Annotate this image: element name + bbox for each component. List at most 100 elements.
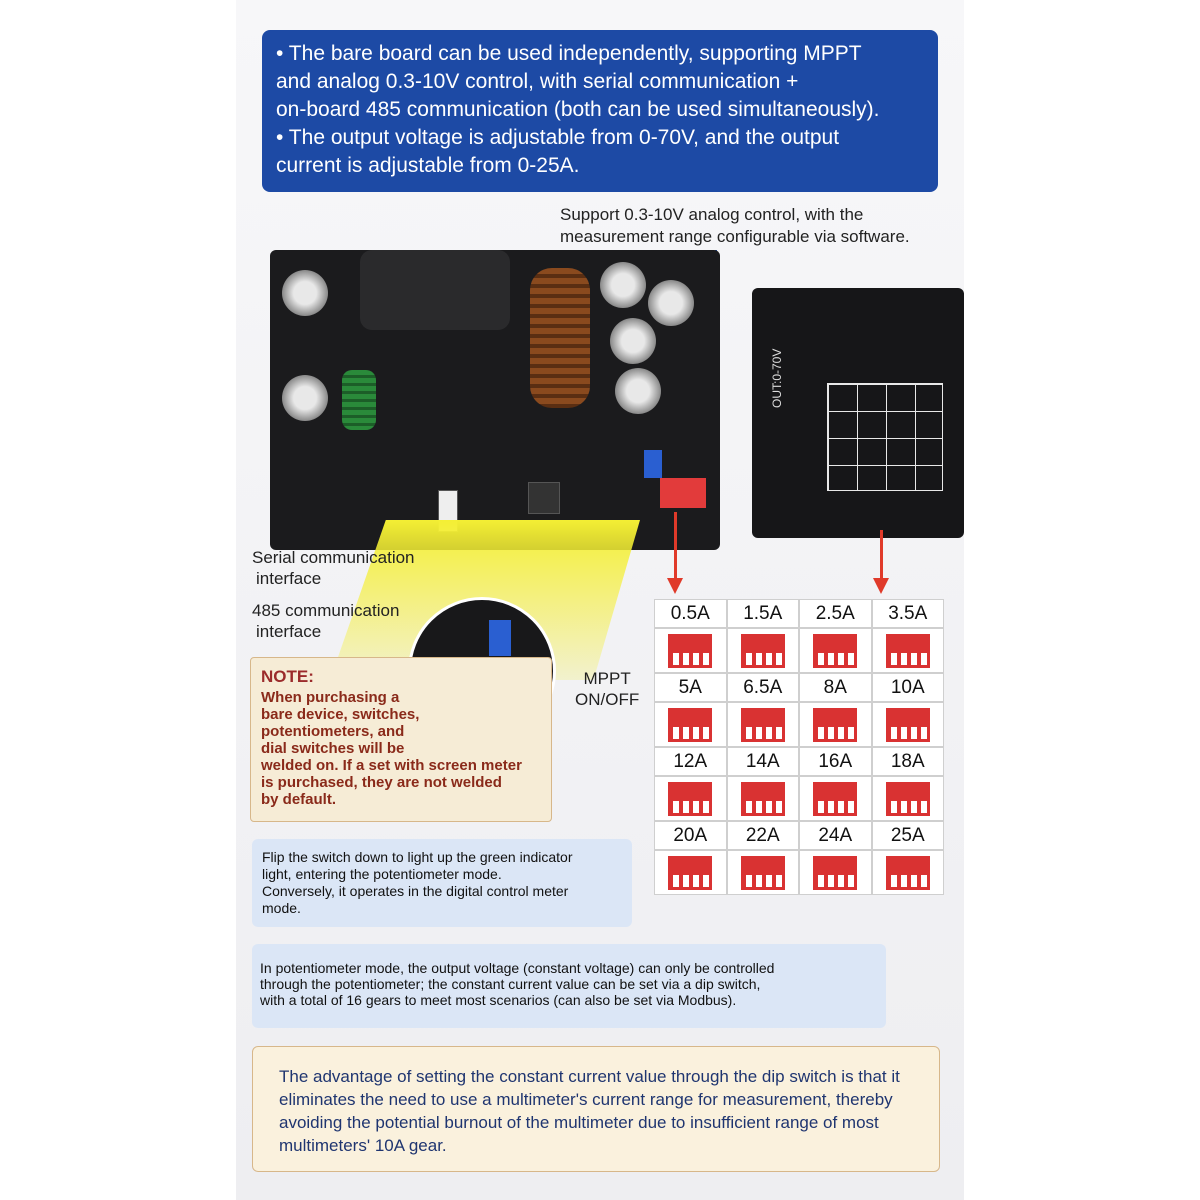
dip-pattern-row xyxy=(654,850,944,895)
dip-switch-pattern xyxy=(871,850,944,895)
label-line: Serial communication xyxy=(252,548,415,567)
dip-lever xyxy=(693,726,700,739)
dip-lever xyxy=(703,874,710,887)
dip-lever xyxy=(920,652,927,665)
dip-switch-icon xyxy=(740,707,785,742)
red-arrow-line xyxy=(880,530,883,582)
label-line: ON/OFF xyxy=(575,690,640,709)
current-value: 1.5A xyxy=(726,599,799,628)
dip-lever xyxy=(683,800,690,813)
dip-lever xyxy=(673,800,680,813)
dip-switch-pattern xyxy=(871,702,944,747)
current-value: 5A xyxy=(654,673,727,702)
dip-advantage-info: The advantage of setting the constant cu… xyxy=(252,1046,940,1172)
dip-switch-pattern xyxy=(799,776,872,821)
mppt-label: MPPT ON/OFF xyxy=(575,668,639,710)
dip-switch-icon xyxy=(813,707,858,742)
dip-lever xyxy=(745,652,752,665)
board-front-photo xyxy=(270,250,720,550)
dip-lever xyxy=(818,874,825,887)
dip-lever xyxy=(848,800,855,813)
current-value: 8A xyxy=(799,673,872,702)
dip-lever xyxy=(755,874,762,887)
current-value: 25A xyxy=(871,821,944,850)
board-back-photo: OUT:0-70V xyxy=(752,288,964,538)
dip-lever xyxy=(890,652,897,665)
dip-switch-pattern xyxy=(726,776,799,821)
analog-control-callout: Support 0.3-10V analog control, with the… xyxy=(560,204,960,248)
dip-switch-icon xyxy=(885,707,930,742)
current-value: 14A xyxy=(726,747,799,776)
dip-lever xyxy=(848,726,855,739)
current-value: 3.5A xyxy=(871,599,944,628)
red-arrow-head xyxy=(873,578,889,594)
info-line: mode. xyxy=(262,900,301,916)
dip-lever xyxy=(838,874,845,887)
capacitor xyxy=(282,270,328,316)
info-line: avoiding the potential burnout of the mu… xyxy=(279,1113,879,1132)
note-line: welded on. If a set with screen meter xyxy=(261,757,522,774)
dip-lever xyxy=(765,800,772,813)
dip-switch-pattern xyxy=(799,850,872,895)
current-value: 16A xyxy=(799,747,872,776)
callout-line: measurement range configurable via softw… xyxy=(560,227,910,246)
dip-lever xyxy=(755,652,762,665)
info-line: Conversely, it operates in the digital c… xyxy=(262,883,569,899)
current-value: 18A xyxy=(871,747,944,776)
note-box: NOTE: When purchasing a bare device, swi… xyxy=(250,657,552,822)
dip-pattern-row xyxy=(654,628,944,673)
capacitor xyxy=(600,262,646,308)
dip-lever xyxy=(828,652,835,665)
dip-lever xyxy=(900,874,907,887)
dip-switch-icon xyxy=(813,633,858,668)
note-line: by default. xyxy=(261,791,337,808)
dip-lever xyxy=(693,800,700,813)
dip-lever xyxy=(673,726,680,739)
feature-banner: • The bare board can be used independent… xyxy=(262,30,938,192)
dip-switch-icon xyxy=(740,781,785,816)
current-value: 20A xyxy=(654,821,727,850)
dip-pattern-row xyxy=(654,702,944,747)
dip-lever xyxy=(755,800,762,813)
dip-lever xyxy=(920,874,927,887)
dip-switch-pattern xyxy=(654,702,727,747)
dip-lever xyxy=(920,726,927,739)
note-line: When purchasing a xyxy=(261,689,400,706)
dip-switch-pattern xyxy=(654,850,727,895)
dip-lever xyxy=(838,652,845,665)
info-line: eliminates the need to use a multimeter'… xyxy=(279,1090,893,1109)
dip-lever xyxy=(765,652,772,665)
label-line: MPPT xyxy=(583,669,631,688)
dip-switch-icon xyxy=(668,707,713,742)
dip-lever xyxy=(745,800,752,813)
dip-switch-pattern xyxy=(871,628,944,673)
dip-pattern-row xyxy=(654,776,944,821)
capacitor xyxy=(615,368,661,414)
dip-lever xyxy=(828,800,835,813)
dip-lever xyxy=(910,726,917,739)
dip-lever xyxy=(775,652,782,665)
heatsink xyxy=(360,250,510,330)
potentiometer-mode-info: In potentiometer mode, the output voltag… xyxy=(252,944,886,1028)
dip-lever xyxy=(755,726,762,739)
dip-switch-icon xyxy=(740,633,785,668)
red-arrow-head xyxy=(667,578,683,594)
info-line: through the potentiometer; the constant … xyxy=(260,976,761,992)
dip-lever xyxy=(828,726,835,739)
dip-lever xyxy=(703,726,710,739)
inductor-coil xyxy=(530,268,590,408)
current-value: 2.5A xyxy=(799,599,872,628)
dip-lever xyxy=(828,874,835,887)
note-line: bare device, switches, xyxy=(261,706,420,723)
dip-switch-icon xyxy=(668,781,713,816)
dip-lever xyxy=(920,800,927,813)
rs485-label: 485 communication interface xyxy=(252,600,399,642)
info-line: multimeters' 10A gear. xyxy=(279,1136,447,1155)
banner-line: on-board 485 communication (both can be … xyxy=(276,98,880,121)
banner-line: and analog 0.3-10V control, with serial … xyxy=(276,70,799,93)
capacitor xyxy=(282,375,328,421)
dip-lever xyxy=(775,800,782,813)
dip-lever xyxy=(673,652,680,665)
